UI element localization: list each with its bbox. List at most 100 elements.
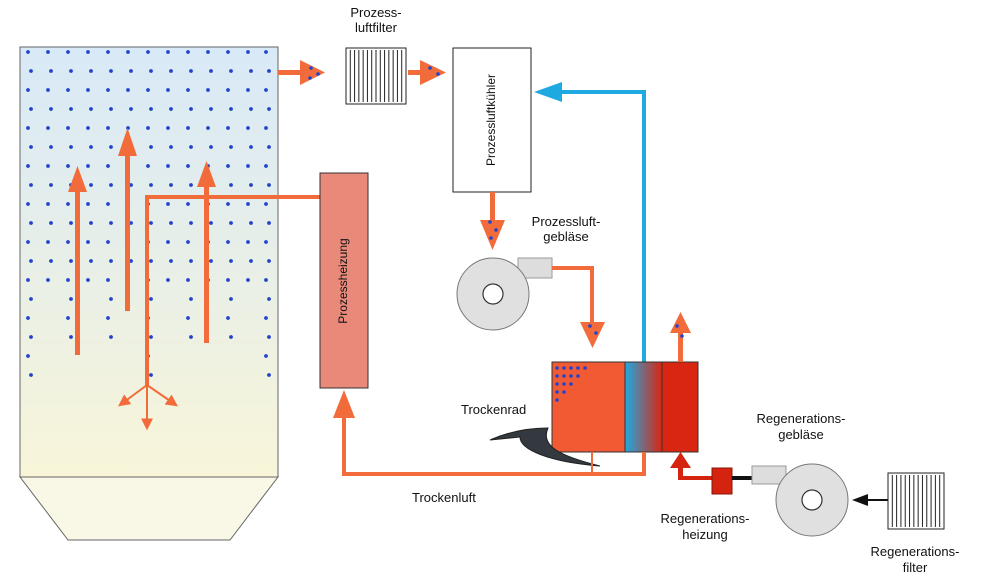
moisture-dot bbox=[166, 202, 170, 206]
moisture-dot bbox=[149, 107, 153, 111]
moisture-dot bbox=[229, 69, 233, 73]
moisture-dot bbox=[264, 240, 268, 244]
moisture-dot bbox=[229, 297, 233, 301]
moisture-dot bbox=[66, 316, 70, 320]
moisture-dot bbox=[29, 221, 33, 225]
desiccant-wheel bbox=[551, 361, 699, 453]
moisture-dot bbox=[555, 390, 559, 394]
moisture-dot bbox=[126, 88, 130, 92]
moisture-dot bbox=[86, 126, 90, 130]
moisture-dot bbox=[149, 145, 153, 149]
process-heater bbox=[319, 172, 369, 389]
label-prozessluftfilter-1: Prozess- bbox=[350, 5, 402, 20]
moisture-dot bbox=[264, 164, 268, 168]
moisture-dot bbox=[29, 373, 33, 377]
regeneration-exhaust-arrow bbox=[670, 312, 691, 362]
moisture-dot bbox=[246, 202, 250, 206]
moisture-dot bbox=[186, 126, 190, 130]
moisture-dot bbox=[106, 50, 110, 54]
process-air-into-silo bbox=[118, 195, 320, 431]
moisture-dots bbox=[26, 50, 271, 377]
moisture-dot bbox=[46, 164, 50, 168]
moisture-dot bbox=[86, 240, 90, 244]
moisture-dot bbox=[267, 69, 271, 73]
moisture-dot bbox=[267, 183, 271, 187]
moisture-dot bbox=[26, 316, 30, 320]
moisture-dot bbox=[49, 183, 53, 187]
moisture-dot bbox=[189, 183, 193, 187]
regeneration-blower-icon bbox=[751, 463, 849, 537]
moisture-dot bbox=[26, 240, 30, 244]
moisture-dot bbox=[264, 316, 268, 320]
moisture-dot bbox=[226, 164, 230, 168]
moisture-dot bbox=[264, 50, 268, 54]
moisture-dot bbox=[69, 145, 73, 149]
moisture-dot bbox=[264, 88, 268, 92]
moisture-dot bbox=[186, 316, 190, 320]
moisture-dot bbox=[106, 278, 110, 282]
moisture-dot bbox=[555, 398, 559, 402]
moisture-dot bbox=[86, 164, 90, 168]
label-regenerationsheizung-2: heizung bbox=[682, 527, 728, 542]
moisture-dot bbox=[49, 259, 53, 263]
moisture-dot bbox=[69, 335, 73, 339]
moisture-dot bbox=[249, 221, 253, 225]
moisture-dot bbox=[106, 316, 110, 320]
moisture-dot bbox=[189, 145, 193, 149]
moisture-dot bbox=[246, 50, 250, 54]
moisture-dot bbox=[66, 126, 70, 130]
moisture-dot bbox=[69, 259, 73, 263]
moisture-dot bbox=[26, 278, 30, 282]
moisture-dot bbox=[89, 259, 93, 263]
moisture-dot bbox=[569, 382, 573, 386]
label-prozessluftgeblaese-2: gebläse bbox=[543, 229, 589, 244]
moisture-dot bbox=[226, 88, 230, 92]
moisture-dot bbox=[149, 183, 153, 187]
moisture-dot bbox=[109, 69, 113, 73]
moisture-dot bbox=[129, 107, 133, 111]
moisture-dot bbox=[126, 50, 130, 54]
moisture-dot bbox=[186, 240, 190, 244]
moisture-dot bbox=[46, 88, 50, 92]
moisture-dot bbox=[229, 221, 233, 225]
moisture-dot bbox=[149, 69, 153, 73]
rotation-arrow-icon bbox=[489, 427, 601, 467]
moisture-dot bbox=[226, 240, 230, 244]
moisture-dot bbox=[267, 297, 271, 301]
silo-flow-arrows bbox=[68, 128, 216, 355]
moisture-dot bbox=[66, 50, 70, 54]
moisture-dot bbox=[29, 107, 33, 111]
moisture-dot bbox=[89, 69, 93, 73]
moisture-dot bbox=[26, 50, 30, 54]
moisture-dot bbox=[149, 297, 153, 301]
moisture-dot bbox=[89, 107, 93, 111]
moisture-dot bbox=[69, 69, 73, 73]
moisture-dot bbox=[29, 69, 33, 73]
moisture-dot bbox=[46, 126, 50, 130]
moisture-dot bbox=[166, 50, 170, 54]
moisture-dot bbox=[109, 183, 113, 187]
label-trockenrad: Trockenrad bbox=[461, 402, 527, 417]
moisture-dot bbox=[246, 88, 250, 92]
moisture-dot bbox=[264, 126, 268, 130]
moisture-dot bbox=[249, 145, 253, 149]
moisture-dot bbox=[149, 259, 153, 263]
moisture-dot bbox=[89, 145, 93, 149]
moisture-dot bbox=[555, 366, 559, 370]
moisture-dot bbox=[209, 259, 213, 263]
process-air-filter bbox=[345, 47, 407, 105]
moisture-dot bbox=[66, 164, 70, 168]
moisture-dot bbox=[26, 202, 30, 206]
moisture-dot bbox=[46, 240, 50, 244]
moisture-dot bbox=[249, 183, 253, 187]
moisture-dot bbox=[109, 259, 113, 263]
label-prozessluftgeblaese-1: Prozessluft- bbox=[531, 214, 601, 229]
moisture-dot bbox=[249, 259, 253, 263]
moisture-dot bbox=[169, 145, 173, 149]
moisture-dot bbox=[69, 107, 73, 111]
moisture-dot bbox=[129, 183, 133, 187]
moisture-dot bbox=[249, 107, 253, 111]
moisture-dot bbox=[169, 221, 173, 225]
moisture-dot bbox=[29, 335, 33, 339]
moisture-dot bbox=[209, 107, 213, 111]
